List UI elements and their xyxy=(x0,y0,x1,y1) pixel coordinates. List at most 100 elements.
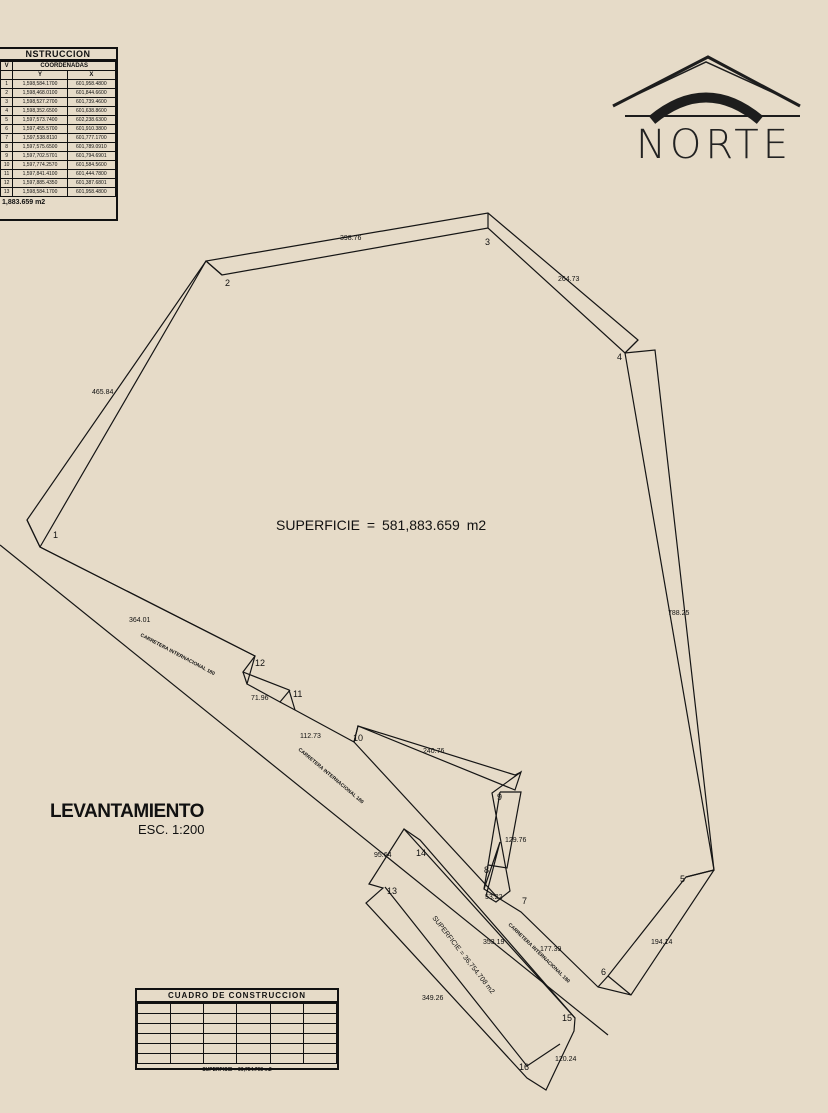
vertex-label: 7 xyxy=(522,896,527,906)
vertex-label: 10 xyxy=(353,733,363,743)
vertex-label: 11 xyxy=(293,689,302,699)
vertex-label: 5 xyxy=(680,874,685,884)
vertex-label: 3 xyxy=(485,237,490,247)
table-cell: 601,739.4600 xyxy=(66,97,117,107)
vertex-label: 16 xyxy=(519,1062,529,1072)
table-cell: 4 xyxy=(0,106,14,116)
vertex-label: 1 xyxy=(53,530,58,540)
table-cell: 601,584.5600 xyxy=(66,160,117,170)
table-cell: 7 xyxy=(0,133,14,143)
table-header: X xyxy=(66,70,117,80)
distance-label: 95.64 xyxy=(374,852,392,859)
distance-label: 112.73 xyxy=(300,733,321,740)
table-cell: 11 xyxy=(0,169,14,179)
road-label: CARRETERA INTERNACIONAL 180 xyxy=(139,632,216,677)
table-cell: 601,638.8600 xyxy=(66,106,117,116)
table-title: NSTRUCCION xyxy=(0,49,116,61)
distance-label: 353.19 xyxy=(483,939,505,946)
north-arrow-icon xyxy=(612,55,801,124)
table-cell: 1,598,584.1700 xyxy=(12,79,68,89)
distance-label: 465.84 xyxy=(92,389,114,396)
vertex-label: 13 xyxy=(387,886,397,896)
table-cell: 1,598,352.6500 xyxy=(12,106,68,116)
table-cell: 601,777.1700 xyxy=(66,133,117,143)
vertex-label: 2 xyxy=(225,278,230,288)
distance-label: 177.39 xyxy=(540,946,562,953)
parcel-boundary-strip xyxy=(26,212,715,996)
table-cell: 1,597,573.7400 xyxy=(12,115,68,125)
table-cell: 5 xyxy=(0,115,14,125)
distance-label: 129.76 xyxy=(505,837,527,844)
table-cell: 601,958.4800 xyxy=(66,79,117,89)
table-cell: 601,387.6801 xyxy=(66,178,117,188)
table-area: 1,883.659 m2 xyxy=(2,199,46,206)
table-cell: 6 xyxy=(0,124,14,134)
table-cell: 601,910.3800 xyxy=(66,124,117,134)
table-header: COORDENADAS xyxy=(12,61,116,71)
table-cell: 1,598,527.2700 xyxy=(12,97,68,107)
table-footer: SUPERFICIE = 36,754.708 m2 xyxy=(202,1067,272,1073)
table-cell: 8 xyxy=(0,142,14,152)
distance-label: 194.14 xyxy=(651,939,673,946)
table-cell: 1,597,538.8110 xyxy=(12,133,68,143)
table-cell: 601,958.4800 xyxy=(66,187,117,197)
vertex-label: 4 xyxy=(617,352,622,362)
table-cell: 13 xyxy=(0,187,14,197)
vertex-label: 6 xyxy=(601,967,606,977)
table-cell: 601,794.6901 xyxy=(66,151,117,161)
distance-label: 788.25 xyxy=(668,610,690,617)
table-header: Y xyxy=(12,70,68,80)
distance-label: 264.73 xyxy=(558,276,580,283)
table-cell: 601,844.6600 xyxy=(66,88,117,98)
distance-label: 71.96 xyxy=(251,695,269,702)
vertex-label: 8 xyxy=(484,865,489,875)
distance-label: 53.22 xyxy=(485,894,503,901)
table-cell: 1,597,575.6500 xyxy=(12,142,68,152)
table-cell: 12 xyxy=(0,178,14,188)
construction-table-bottom: CUADRO DE CONSTRUCCION SUPERFICIE = 36,7… xyxy=(135,988,339,1073)
road-centerline xyxy=(0,544,609,1036)
distance-label: 398.76 xyxy=(340,235,362,242)
table-cell: 1,597,455.5700 xyxy=(12,124,68,134)
plan-title: LEVANTAMIENTO xyxy=(50,801,204,822)
table-cell: 2 xyxy=(0,88,14,98)
north-label: NORTE xyxy=(636,122,792,168)
vertex-label: 12 xyxy=(255,658,265,668)
distance-label: 349.26 xyxy=(422,995,444,1002)
vertex-label: 9 xyxy=(497,792,502,802)
table-cell: 1,598,468.0100 xyxy=(12,88,68,98)
table-cell: 1,598,584.1700 xyxy=(12,187,68,197)
road-label: CARRETERA INTERNACIONAL 180 xyxy=(297,747,365,805)
table-cell: 1,597,774.2570 xyxy=(12,160,68,170)
distance-label: 120.24 xyxy=(555,1056,577,1063)
table-header: V xyxy=(0,61,14,71)
distance-label: 240.76 xyxy=(423,748,445,755)
table-cell: 1,597,702.5701 xyxy=(12,151,68,161)
table-cell: 1,597,841.4100 xyxy=(12,169,68,179)
vertex-label: 15 xyxy=(562,1013,572,1023)
table-cell: 601,789.0910 xyxy=(66,142,117,152)
distance-label: 364.01 xyxy=(129,617,151,624)
table-cell: 3 xyxy=(0,97,14,107)
southern-strip xyxy=(365,828,576,1091)
vertex-label: 14 xyxy=(416,848,426,858)
table-cell: 10 xyxy=(0,160,14,170)
table-cell: 602,238.6300 xyxy=(66,115,117,125)
table-cell: 1 xyxy=(0,79,14,89)
